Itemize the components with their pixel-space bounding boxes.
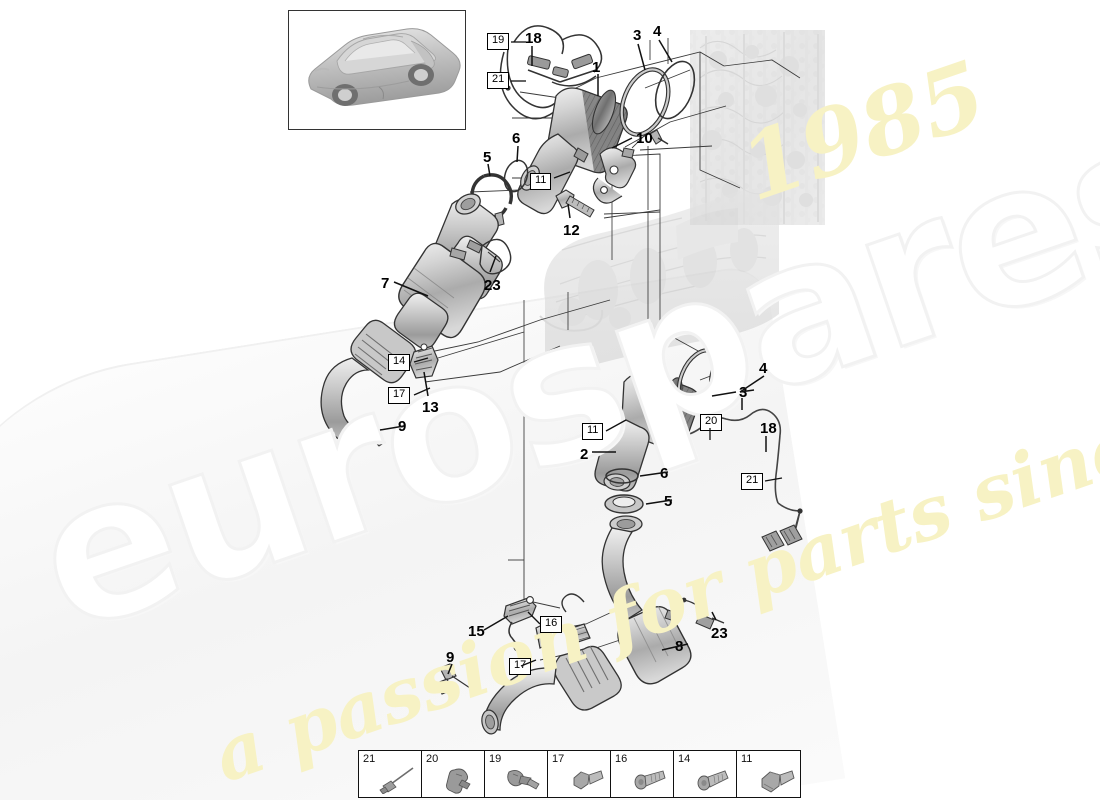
boxed-callout-21-lower: 21: [741, 473, 764, 490]
legend-number-16: 16: [615, 753, 628, 765]
legend-cell-14[interactable]: 14: [674, 751, 737, 797]
callout-7: 7: [381, 275, 390, 292]
boxed-callout-20: 20: [700, 414, 723, 431]
legend-number-14: 14: [678, 753, 691, 765]
part-7-catalytic-converter-left: [320, 193, 503, 445]
boxed-callout-11-upper: 11: [530, 173, 552, 190]
part-10-mounting-bracket: [592, 147, 637, 204]
sensor-connector-upper: [527, 53, 594, 78]
vehicle-thumbnail-box: [288, 10, 466, 130]
part-5-flange-gasket-lower: [604, 494, 644, 514]
callout-13: 13: [422, 399, 439, 416]
callout-5-lower: 5: [664, 493, 673, 510]
part-12-bolt: [555, 189, 595, 218]
boxed-callout-16: 16: [540, 616, 563, 633]
part-6-gasket-lower: [605, 468, 639, 484]
callout-4-lower: 4: [759, 360, 768, 377]
sensor-bung-lower: [672, 426, 685, 440]
cable-clip-icon: [446, 768, 471, 794]
oxygen-sensor-cable-upper: [499, 25, 603, 120]
callout-18-upper: 18: [525, 30, 542, 47]
callout-15: 15: [468, 623, 485, 640]
legend-cell-21[interactable]: 21: [359, 751, 422, 797]
legend-cell-19[interactable]: 19: [485, 751, 548, 797]
legend-cell-17[interactable]: 17: [548, 751, 611, 797]
legend-number-19: 19: [489, 753, 502, 765]
callout-1: 1: [592, 59, 601, 76]
callout-12: 12: [563, 222, 580, 239]
legend-number-20: 20: [426, 753, 439, 765]
legend-number-17: 17: [552, 753, 565, 765]
part-9-clamp-left: [351, 416, 386, 447]
callout-6-lower: 6: [660, 465, 669, 482]
part-23-sensor-clip-upper: [466, 238, 512, 275]
hex-flange-bolt-icon: [761, 770, 795, 793]
part-4-sealing-ring-lower: [709, 345, 745, 399]
ghost-outline-lines: [523, 52, 801, 440]
engine-block-ghost: [690, 30, 825, 225]
callout-23-upper: 23: [484, 277, 501, 294]
hex-bolt-icon: [573, 770, 604, 790]
callout-2: 2: [580, 446, 589, 463]
flange-bolt-icon: [697, 770, 729, 791]
callout-3-upper: 3: [633, 27, 642, 44]
harness-connector-block: [761, 524, 803, 552]
fastener-legend: 21 20 19 17: [358, 750, 801, 798]
callout-9-bottom: 9: [446, 649, 455, 666]
part-8-catalytic-converter-right: [481, 515, 692, 735]
callout-5-upper: 5: [483, 149, 492, 166]
boxed-callout-14: 14: [388, 354, 411, 371]
callout-4-upper: 4: [653, 23, 662, 40]
part-4-sealing-ring-upper: [654, 60, 696, 120]
callout-3-lower: 3: [739, 384, 748, 401]
boxed-callout-11-lower: 11: [582, 423, 604, 440]
legend-cell-16[interactable]: 16: [611, 751, 674, 797]
callout-23-bottom: 23: [711, 625, 728, 642]
harness-node: [797, 508, 803, 514]
boxed-callout-17-bottom: 17: [509, 658, 532, 675]
boxed-callout-21-upper: 21: [487, 72, 510, 89]
callout-18-lower: 18: [760, 420, 777, 437]
part-23-sensor-clip-bottom: [681, 597, 725, 630]
legend-number-21: 21: [363, 753, 376, 765]
part-3-vband-clamp-lower: [676, 348, 724, 420]
legend-number-11: 11: [741, 753, 753, 765]
transmission-ghost: [539, 188, 779, 370]
callout-6-upper: 6: [512, 130, 521, 147]
legend-cell-20[interactable]: 20: [422, 751, 485, 797]
vehicle-illustration: [308, 28, 461, 106]
flange-bolt-icon: [634, 770, 666, 790]
legend-cell-11[interactable]: 11: [737, 751, 800, 797]
callout-10: 10: [636, 130, 653, 147]
part-3-vband-clamp-upper: [619, 67, 671, 145]
boxed-callout-17-left: 17: [388, 387, 411, 404]
boxed-callout-19: 19: [487, 33, 510, 50]
sensor-probe-icon: [379, 767, 414, 794]
cable-bracket-icon: [507, 769, 540, 790]
